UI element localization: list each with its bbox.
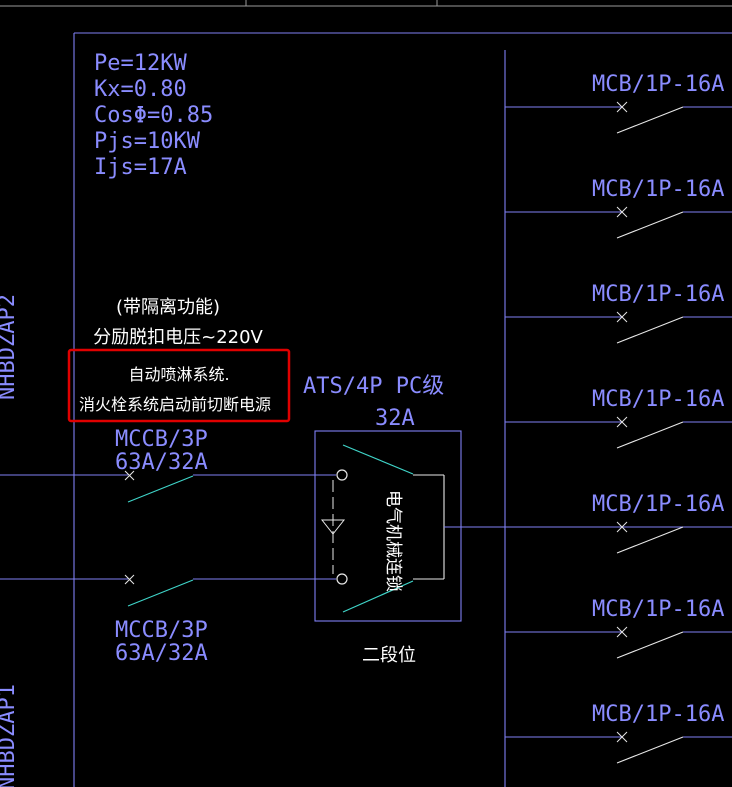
branch-circuit: MCB/1P-16A bbox=[505, 72, 732, 134]
branch-contact bbox=[616, 631, 684, 659]
param-ijs: Ijs=17A bbox=[94, 155, 187, 180]
ats-interlock-text: 电气机械连锁 bbox=[383, 490, 403, 592]
ats-interlock-arrow bbox=[320, 519, 346, 535]
branch-label: MCB/1P-16A bbox=[592, 702, 724, 727]
branch-circuit: MCB/1P-16A bbox=[505, 177, 732, 239]
left-label-lower: NHBDZAP1 bbox=[0, 684, 20, 787]
ats-top-blade bbox=[342, 444, 414, 475]
branch-contact bbox=[616, 211, 684, 239]
branch-x bbox=[616, 416, 628, 428]
branch-x bbox=[616, 206, 628, 218]
mccb-top-x bbox=[124, 470, 135, 481]
mccb-top-model: MCCB/3P bbox=[115, 427, 208, 452]
branch-x bbox=[616, 311, 628, 323]
branch-contact bbox=[616, 421, 684, 449]
param-pjs: Pjs=10KW bbox=[94, 129, 201, 154]
left-label-upper: NHBDZAP2 bbox=[0, 294, 20, 400]
branch-contact bbox=[616, 526, 684, 554]
shunt-note-line2: 分励脱扣电压~220V bbox=[93, 327, 263, 348]
branch-x bbox=[616, 626, 628, 638]
branch-label: MCB/1P-16A bbox=[592, 72, 724, 97]
branch-circuits: MCB/1P-16A MCB/1P-16A MCB/1P-16A MCB/1P-16A… bbox=[505, 72, 732, 764]
ats-top-terminal bbox=[336, 469, 348, 481]
mccb-top-breaker bbox=[0, 470, 336, 503]
branch-contact bbox=[616, 316, 684, 344]
ats-bottom-terminal bbox=[336, 573, 348, 585]
param-pe: Pe=12KW bbox=[94, 51, 187, 76]
ats-switch: 电气机械连锁 bbox=[314, 430, 732, 622]
branch-label: MCB/1P-16A bbox=[592, 282, 724, 307]
highlight-note-line1: 自动喷淋系统. bbox=[128, 365, 229, 384]
branch-label: MCB/1P-16A bbox=[592, 492, 724, 517]
ats-bottom-blade bbox=[342, 580, 414, 613]
branch-x bbox=[616, 731, 628, 743]
ats-label: ATS/4P PC级 bbox=[303, 374, 444, 399]
mccb-bottom-rating: 63A/32A bbox=[115, 641, 208, 666]
branch-x bbox=[616, 521, 628, 533]
branch-contact bbox=[616, 106, 684, 134]
branch-label: MCB/1P-16A bbox=[592, 597, 724, 622]
branch-x bbox=[616, 101, 628, 113]
branch-label: MCB/1P-16A bbox=[592, 387, 724, 412]
param-cos: CosΦ=0.85 bbox=[94, 103, 213, 128]
branch-circuit: MCB/1P-16A bbox=[505, 387, 732, 449]
shunt-note-line1: (带隔离功能) bbox=[116, 297, 220, 318]
mccb-bottom-x bbox=[124, 574, 135, 585]
highlight-note-line2: 消火栓系统启动前切断电源 bbox=[79, 395, 271, 414]
branch-circuit: MCB/1P-16A bbox=[505, 702, 732, 764]
mccb-top-rating: 63A/32A bbox=[115, 450, 208, 475]
branch-contact bbox=[616, 736, 684, 764]
ats-rating: 32A bbox=[375, 406, 415, 431]
branch-circuit: MCB/1P-16A bbox=[505, 597, 732, 659]
param-kx: Kx=0.80 bbox=[94, 77, 187, 102]
mccb-bottom-model: MCCB/3P bbox=[115, 618, 208, 643]
branch-label: MCB/1P-16A bbox=[592, 177, 724, 202]
highlight-box bbox=[67, 348, 291, 423]
branch-circuit: MCB/1P-16A bbox=[505, 282, 732, 344]
ats-position: 二段位 bbox=[362, 645, 416, 666]
load-parameters: Pe=12KW Kx=0.80 CosΦ=0.85 Pjs=10KW Ijs=1… bbox=[94, 51, 213, 180]
mccb-top-contact bbox=[127, 475, 194, 503]
ats-box bbox=[314, 430, 462, 622]
mccb-bottom-contact bbox=[127, 579, 194, 607]
mccb-bottom-breaker bbox=[0, 574, 336, 607]
branch-circuit: MCB/1P-16A bbox=[505, 492, 732, 554]
